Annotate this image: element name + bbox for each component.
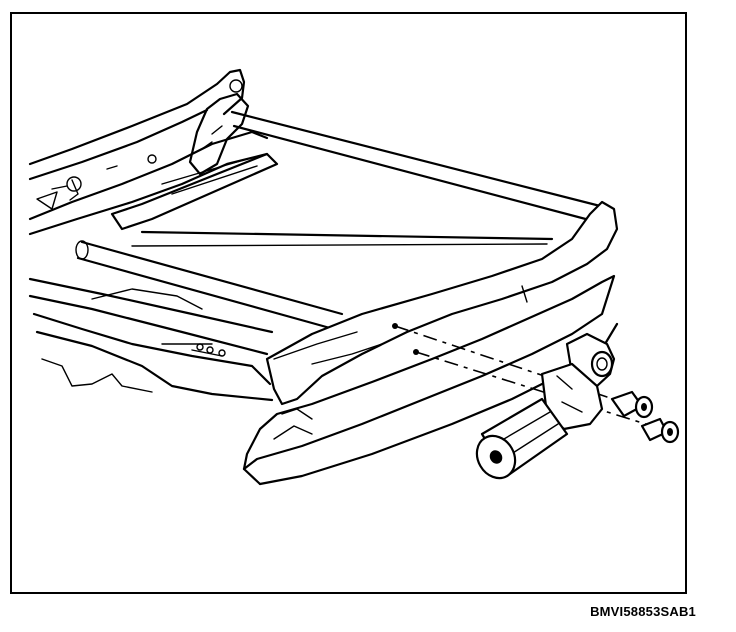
seat-adjuster-motor-diagram xyxy=(28,68,680,486)
illustration-frame xyxy=(10,12,687,594)
rear-cross-tube xyxy=(230,110,614,224)
seat-frame-right-rail xyxy=(265,200,619,406)
seat-pan-outline xyxy=(110,152,554,247)
mounting-bolts xyxy=(610,390,680,444)
rear-hinge-bracket xyxy=(188,79,250,176)
lower-left-track xyxy=(28,277,274,402)
figure-id-label: BMVI58853SAB1 xyxy=(590,604,696,619)
front-cross-tube xyxy=(75,240,344,330)
alignment-centerlines xyxy=(394,325,653,427)
seat-adjuster-motor xyxy=(475,332,616,480)
